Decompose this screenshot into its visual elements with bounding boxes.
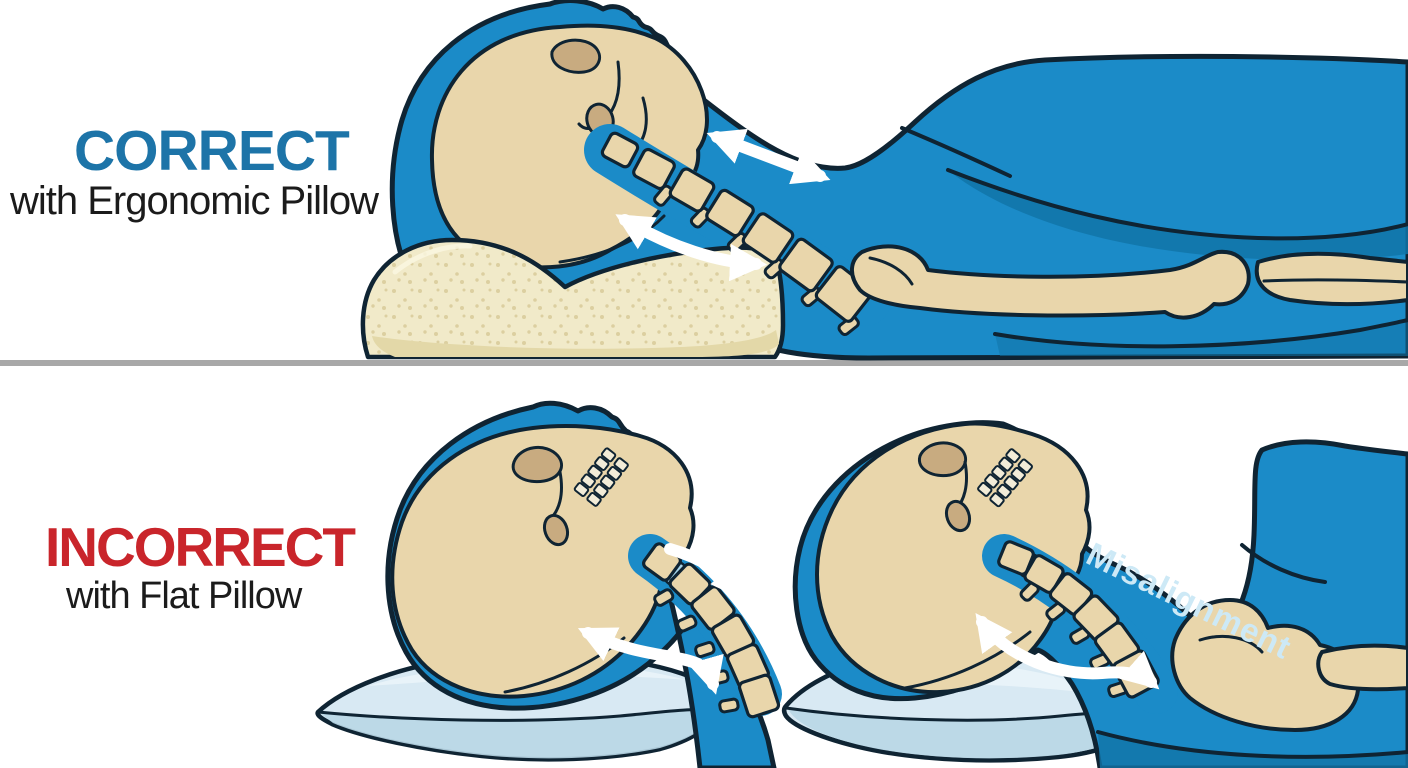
panel-incorrect: Misalignment INCORRECT with Flat Pillow bbox=[45, 400, 1408, 768]
alignment-arrow-upper bbox=[706, 128, 831, 185]
ergonomic-pillow-highlight bbox=[392, 243, 473, 275]
incorrect-left-eye-socket bbox=[511, 446, 563, 484]
forearm-split-line bbox=[1262, 278, 1408, 284]
upper-arm-bone-right bbox=[1316, 643, 1408, 692]
shoulder-blade-line bbox=[1198, 634, 1264, 654]
correct-title: CORRECT bbox=[74, 119, 350, 183]
incorrect-right-eye-socket bbox=[917, 441, 967, 478]
misalignment-arrow-right bbox=[975, 612, 1160, 690]
misalignment-arrow-left-lower bbox=[577, 627, 724, 695]
incorrect-right-arm-crease bbox=[1240, 543, 1327, 584]
correct-subtitle: with Ergonomic Pillow bbox=[9, 179, 379, 223]
incorrect-left-teeth bbox=[573, 447, 629, 507]
misalignment-arrow-left-upper bbox=[664, 543, 748, 602]
humerus-bone bbox=[850, 244, 1251, 320]
correct-eye-socket bbox=[550, 38, 601, 74]
incorrect-title: INCORRECT bbox=[45, 516, 355, 578]
flat-pillow-right-shading bbox=[788, 709, 1134, 759]
incorrect-right-bottom-crease bbox=[1096, 730, 1408, 759]
ergonomic-pillow-shading bbox=[372, 330, 779, 357]
hip-crease-line bbox=[993, 318, 1408, 349]
floor-divider-line bbox=[0, 360, 1408, 366]
flat-pillow-left-seam bbox=[316, 708, 721, 722]
alignment-arrow-lower bbox=[615, 214, 768, 282]
arm-shadow bbox=[948, 170, 1408, 261]
incorrect-subtitle: with Flat Pillow bbox=[65, 575, 303, 617]
flat-pillow-left-shading bbox=[320, 710, 718, 759]
arm-crease-line bbox=[946, 168, 1408, 241]
incorrect-right-bottom-shadow bbox=[1098, 732, 1408, 768]
correct-arm-bones bbox=[850, 244, 1408, 320]
panel-correct: CORRECT with Ergonomic Pillow bbox=[0, 0, 1408, 366]
incorrect-right-teeth bbox=[977, 448, 1033, 508]
humerus-head-line bbox=[868, 256, 914, 286]
hip-shadow bbox=[995, 322, 1408, 356]
incorrect-left-chin-detail bbox=[542, 513, 570, 547]
incorrect-right-chin-detail bbox=[944, 499, 972, 533]
shoulder-crease-line bbox=[900, 126, 1012, 178]
